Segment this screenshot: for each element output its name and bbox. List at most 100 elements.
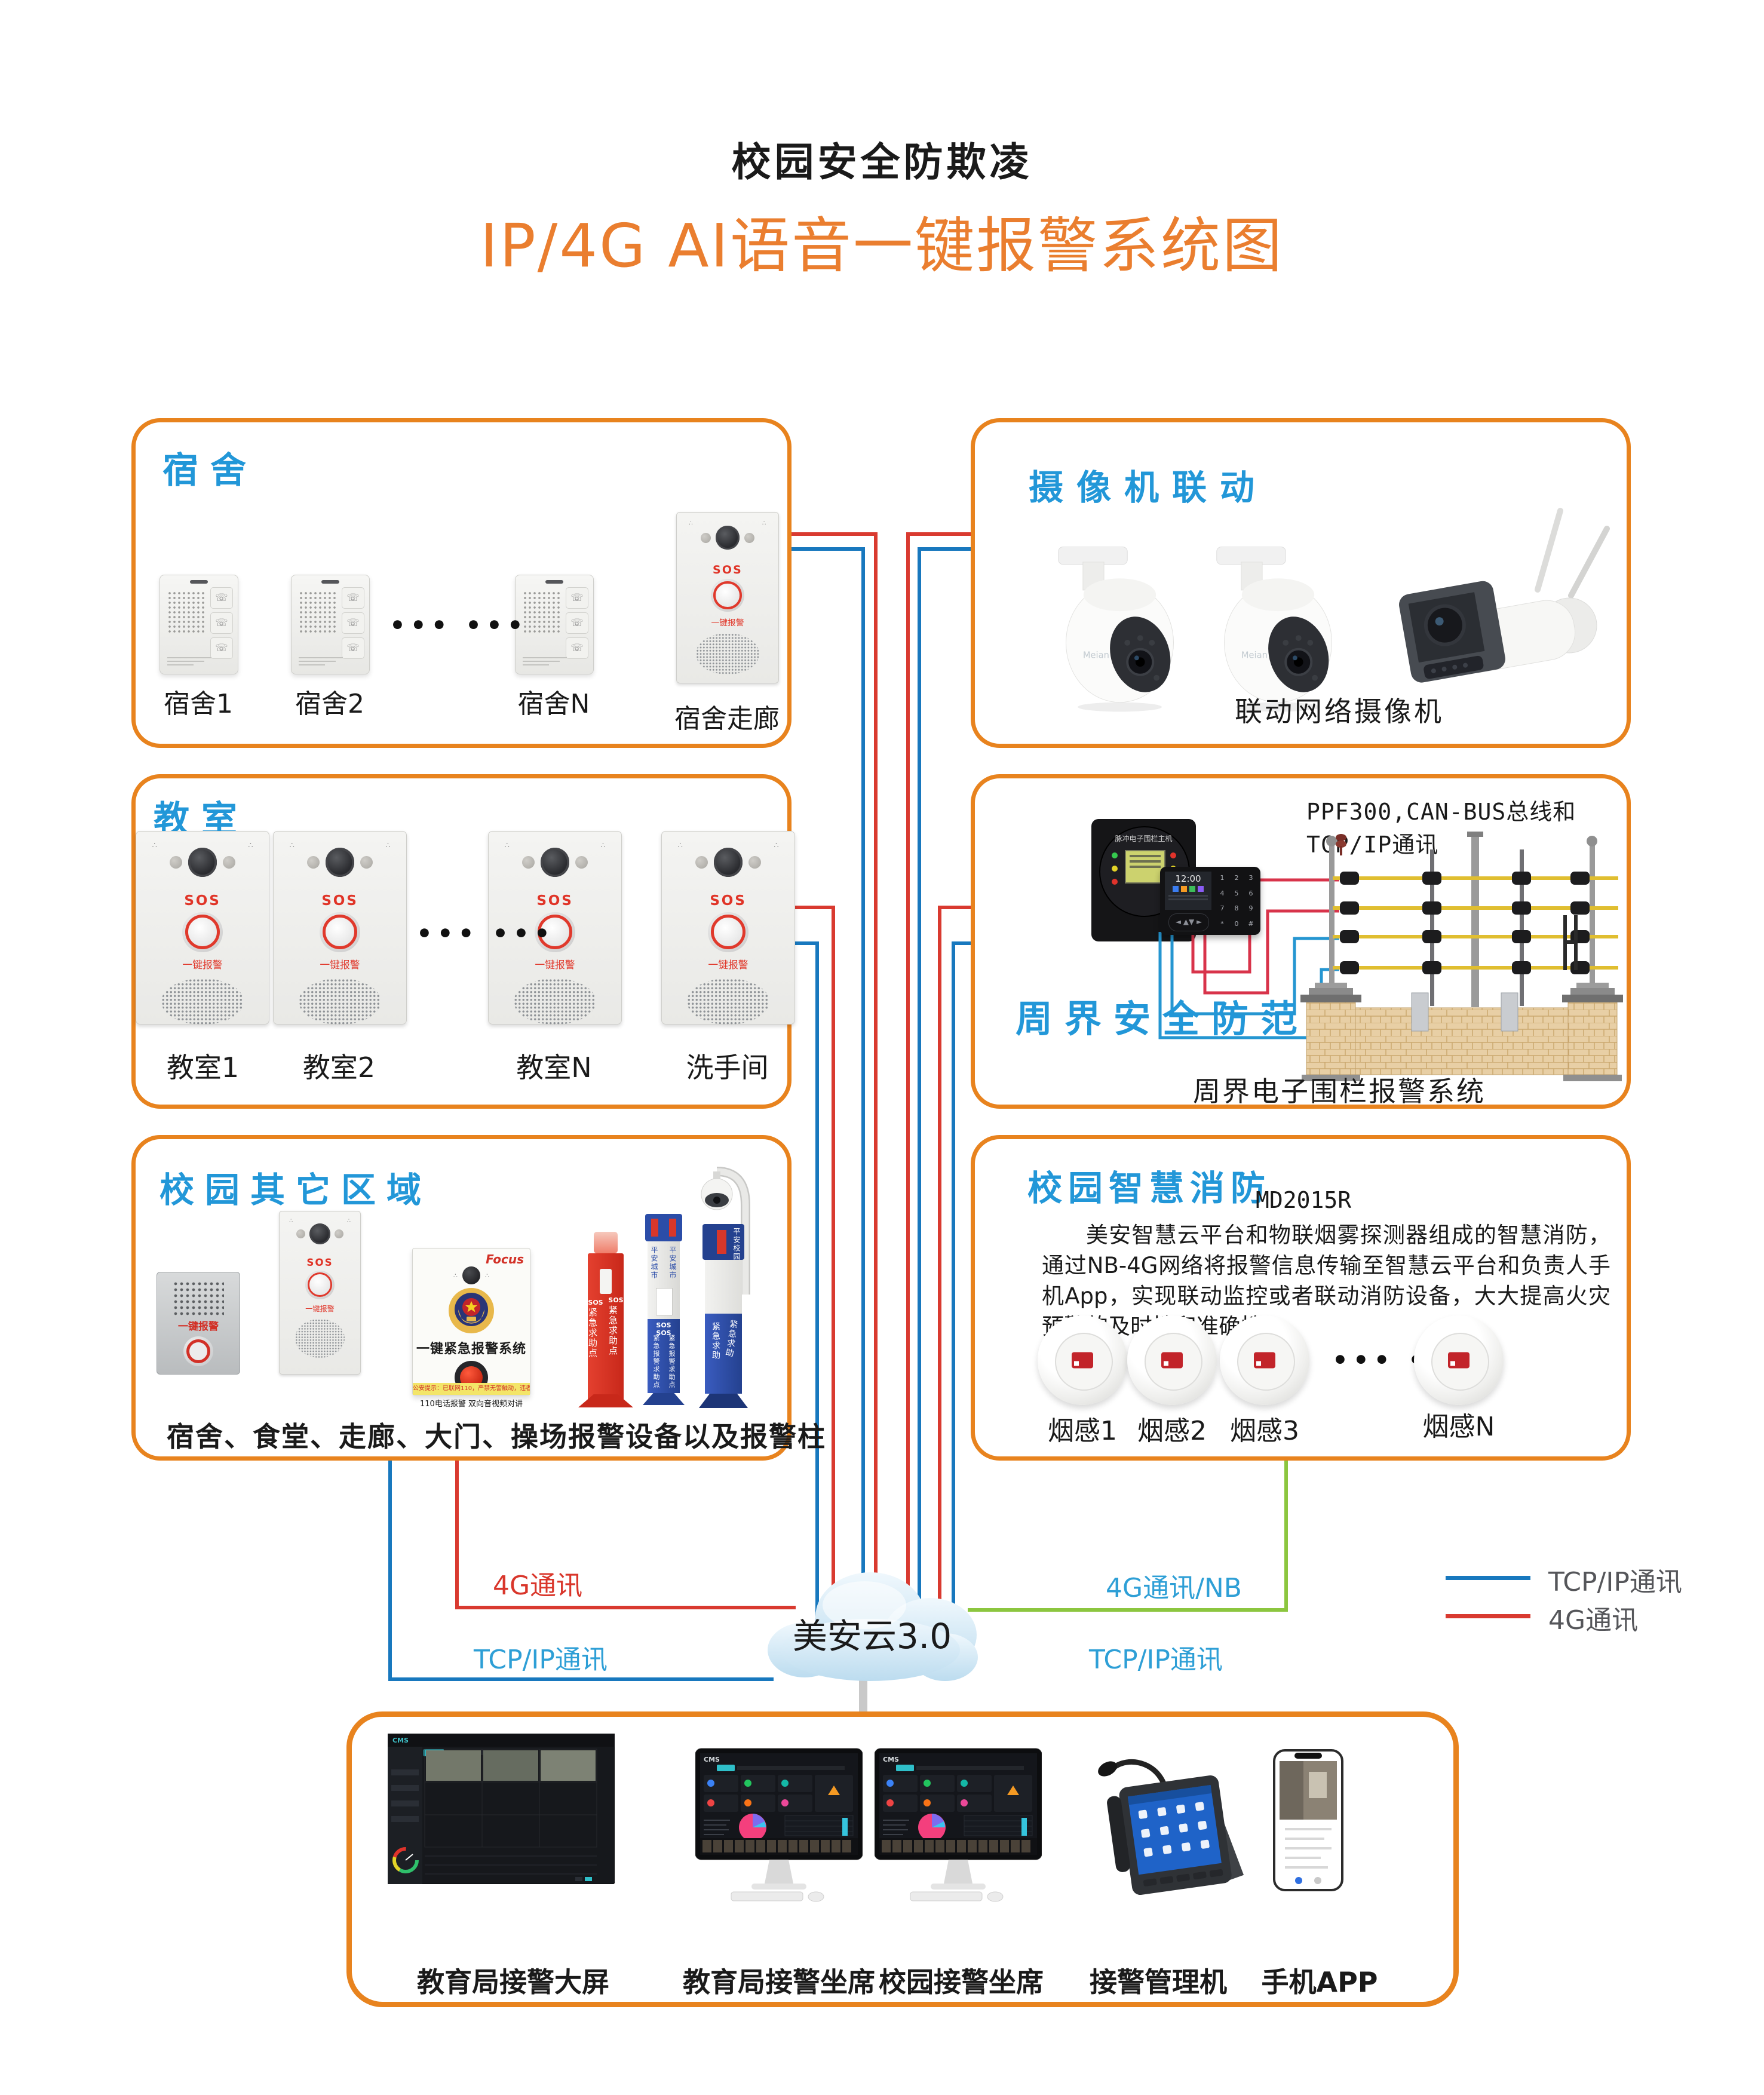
4g-line (455, 1606, 796, 1609)
camera-lens-icon (188, 848, 217, 877)
device-dome-camera-1: Meian (1053, 542, 1187, 712)
4g-line (874, 532, 878, 1625)
column-text: 紧急求助点 (608, 1305, 618, 1356)
speaker-holes-icon: ∴ (289, 1217, 293, 1224)
fence-host-label: 脉冲电子围栏主机 (1115, 835, 1173, 843)
svg-text:Meian: Meian (1083, 650, 1109, 660)
column-text: 紧急求助 (723, 1319, 739, 1358)
device-phone-app (1273, 1749, 1343, 1891)
indicator-slot (190, 580, 208, 584)
sos-label: SOS (184, 893, 221, 909)
svg-text:CMS: CMS (883, 1756, 899, 1763)
right-tcpip-label: TCP/IP通讯 (1089, 1645, 1223, 1675)
tcpip-line (815, 941, 819, 1625)
dorm-intercom-panel: ☏☏☏ (291, 575, 370, 674)
sos-label: SOS (536, 893, 573, 909)
camera-lens-icon (309, 1223, 330, 1244)
speaker-grille (161, 978, 244, 1025)
dorm-intercom-panel: ☏☏☏ (159, 575, 238, 674)
speaker-grille (299, 978, 381, 1025)
one-key-alarm-label: 一键报警 (711, 618, 744, 628)
dispatch-monitor: CMS (695, 1748, 863, 1902)
device-label: 烟感3 (1230, 1416, 1299, 1446)
fine-print (523, 655, 567, 665)
sos-label: SOS (710, 893, 747, 909)
led-icon (1112, 852, 1118, 858)
device-label: 宿舍N (517, 689, 590, 719)
fire-model: MD2015R (1256, 1187, 1352, 1213)
led-icon (1170, 852, 1176, 858)
device-dome-camera-2: Meian (1211, 542, 1345, 712)
box-fire-heading: 校园智慧消防 (1027, 1168, 1272, 1208)
smoke-detector (1220, 1315, 1309, 1405)
legend-4g-label: 4G通讯 (1548, 1605, 1639, 1636)
tcpip-line (861, 547, 865, 1625)
ir-light-icon (307, 855, 320, 869)
svg-text:CMS: CMS (392, 1737, 409, 1744)
smoke-detector (1414, 1315, 1504, 1405)
speaker-holes-icon: ∴ (347, 1217, 351, 1224)
device-bullet-camera (1399, 508, 1610, 683)
other-caption: 宿舍、食堂、走廊、大门、操场报警设备以及报警柱 (167, 1421, 826, 1453)
cabinet-title: 一键紧急报警系统 (416, 1342, 526, 1357)
tcpip-line (787, 547, 863, 551)
sos-alarm-panel: ∴ ∴ SOS 一键报警 (273, 831, 407, 1025)
left-4g-label: 4G通讯 (492, 1571, 583, 1601)
column-text: 紧急求助点 (587, 1308, 598, 1358)
device-classroomN: ∴ ∴ SOS 一键报警 (488, 831, 622, 1025)
device-label: 手机APP (1261, 1966, 1378, 1998)
dispatch-monitor: CMS (874, 1748, 1042, 1902)
4g-line (455, 1458, 459, 1606)
alarm-button (708, 912, 748, 952)
sos-label: SOS (712, 563, 743, 576)
speaker-holes-icon: ∴ (289, 841, 294, 850)
box-perimeter-heading: 周界安全防范 (1016, 997, 1310, 1041)
tcpip-line (952, 941, 975, 945)
alarm-button (535, 912, 575, 952)
device-label: 教室2 (302, 1051, 376, 1084)
legend-4g-line (1446, 1614, 1530, 1618)
box-camera-linkage: 摄像机联动 Meian Meian (971, 418, 1631, 748)
device-label: 烟感1 (1048, 1416, 1117, 1446)
device-classroom2: ∴ ∴ SOS 一键报警 (273, 831, 407, 1025)
speaker-grille (294, 1318, 345, 1358)
device-label: 教室1 (166, 1051, 240, 1084)
device-label: 教育局接警大屏 (417, 1966, 609, 1998)
box-dorm-heading: 宿舍 (162, 450, 258, 492)
device-red-column: SOS 紧急求助点 SOS 紧急求助点 (578, 1232, 633, 1408)
device-dorm-corridor: ∴ ∴ SOS 一键报警 (676, 512, 779, 683)
box-dorm: 宿舍 ☏☏☏ ☏☏☏ ☏☏☏ ••• ••• ∴ ∴ (131, 418, 792, 748)
device-label: 宿舍1 (164, 689, 233, 719)
column-text: 紧急报警求助点 (668, 1335, 676, 1389)
police-badge-icon (449, 1288, 494, 1333)
sos-alarm-panel: ∴ ∴ SOS 一键报警 (676, 512, 779, 683)
4g-line (787, 906, 834, 909)
device-police-cabinet: Focus ∴ ∴ 一键紧急报警系统 110电话报警 双向音视频对讲 公安提示：… (412, 1248, 530, 1409)
speaker-grille (167, 591, 204, 634)
camera-lens-icon (325, 848, 355, 877)
box-classroom: 教室 ∴ ∴ SOS 一键报警 ∴ ∴ SOS 一键报警 ∴ ∴ (131, 774, 795, 1109)
keypad-time: 12:00 (1175, 873, 1201, 884)
keypad-nav: ◄ ▲▼ ► (1168, 913, 1209, 931)
legend-tcpip-label: TCP/IP通讯 (1548, 1567, 1682, 1597)
page-title: IP/4G AI语音一键报警系统图 (480, 211, 1284, 281)
ir-light-icon (170, 855, 183, 869)
device-smoke3 (1220, 1315, 1309, 1405)
tcpip-line (388, 1677, 774, 1681)
device-label: 宿舍2 (295, 689, 364, 719)
legend-tcpip-line (1446, 1576, 1530, 1580)
tcpip-line (918, 547, 921, 1625)
one-key-alarm-label: 一键报警 (708, 959, 748, 971)
tcpip-line (918, 547, 975, 551)
speaker-grille (687, 978, 769, 1025)
device-label: 教育局接警坐席 (683, 1966, 875, 1998)
ellipsis: ••• ••• (416, 919, 555, 948)
device-label: 校园接警坐席 (879, 1966, 1044, 1998)
call-buttons: ☏☏☏ (566, 587, 588, 659)
ir-light-icon (296, 1229, 306, 1238)
camera-caption: 联动网络摄像机 (1235, 695, 1444, 728)
speaker-grille (514, 978, 596, 1025)
led-icon (1112, 866, 1118, 872)
